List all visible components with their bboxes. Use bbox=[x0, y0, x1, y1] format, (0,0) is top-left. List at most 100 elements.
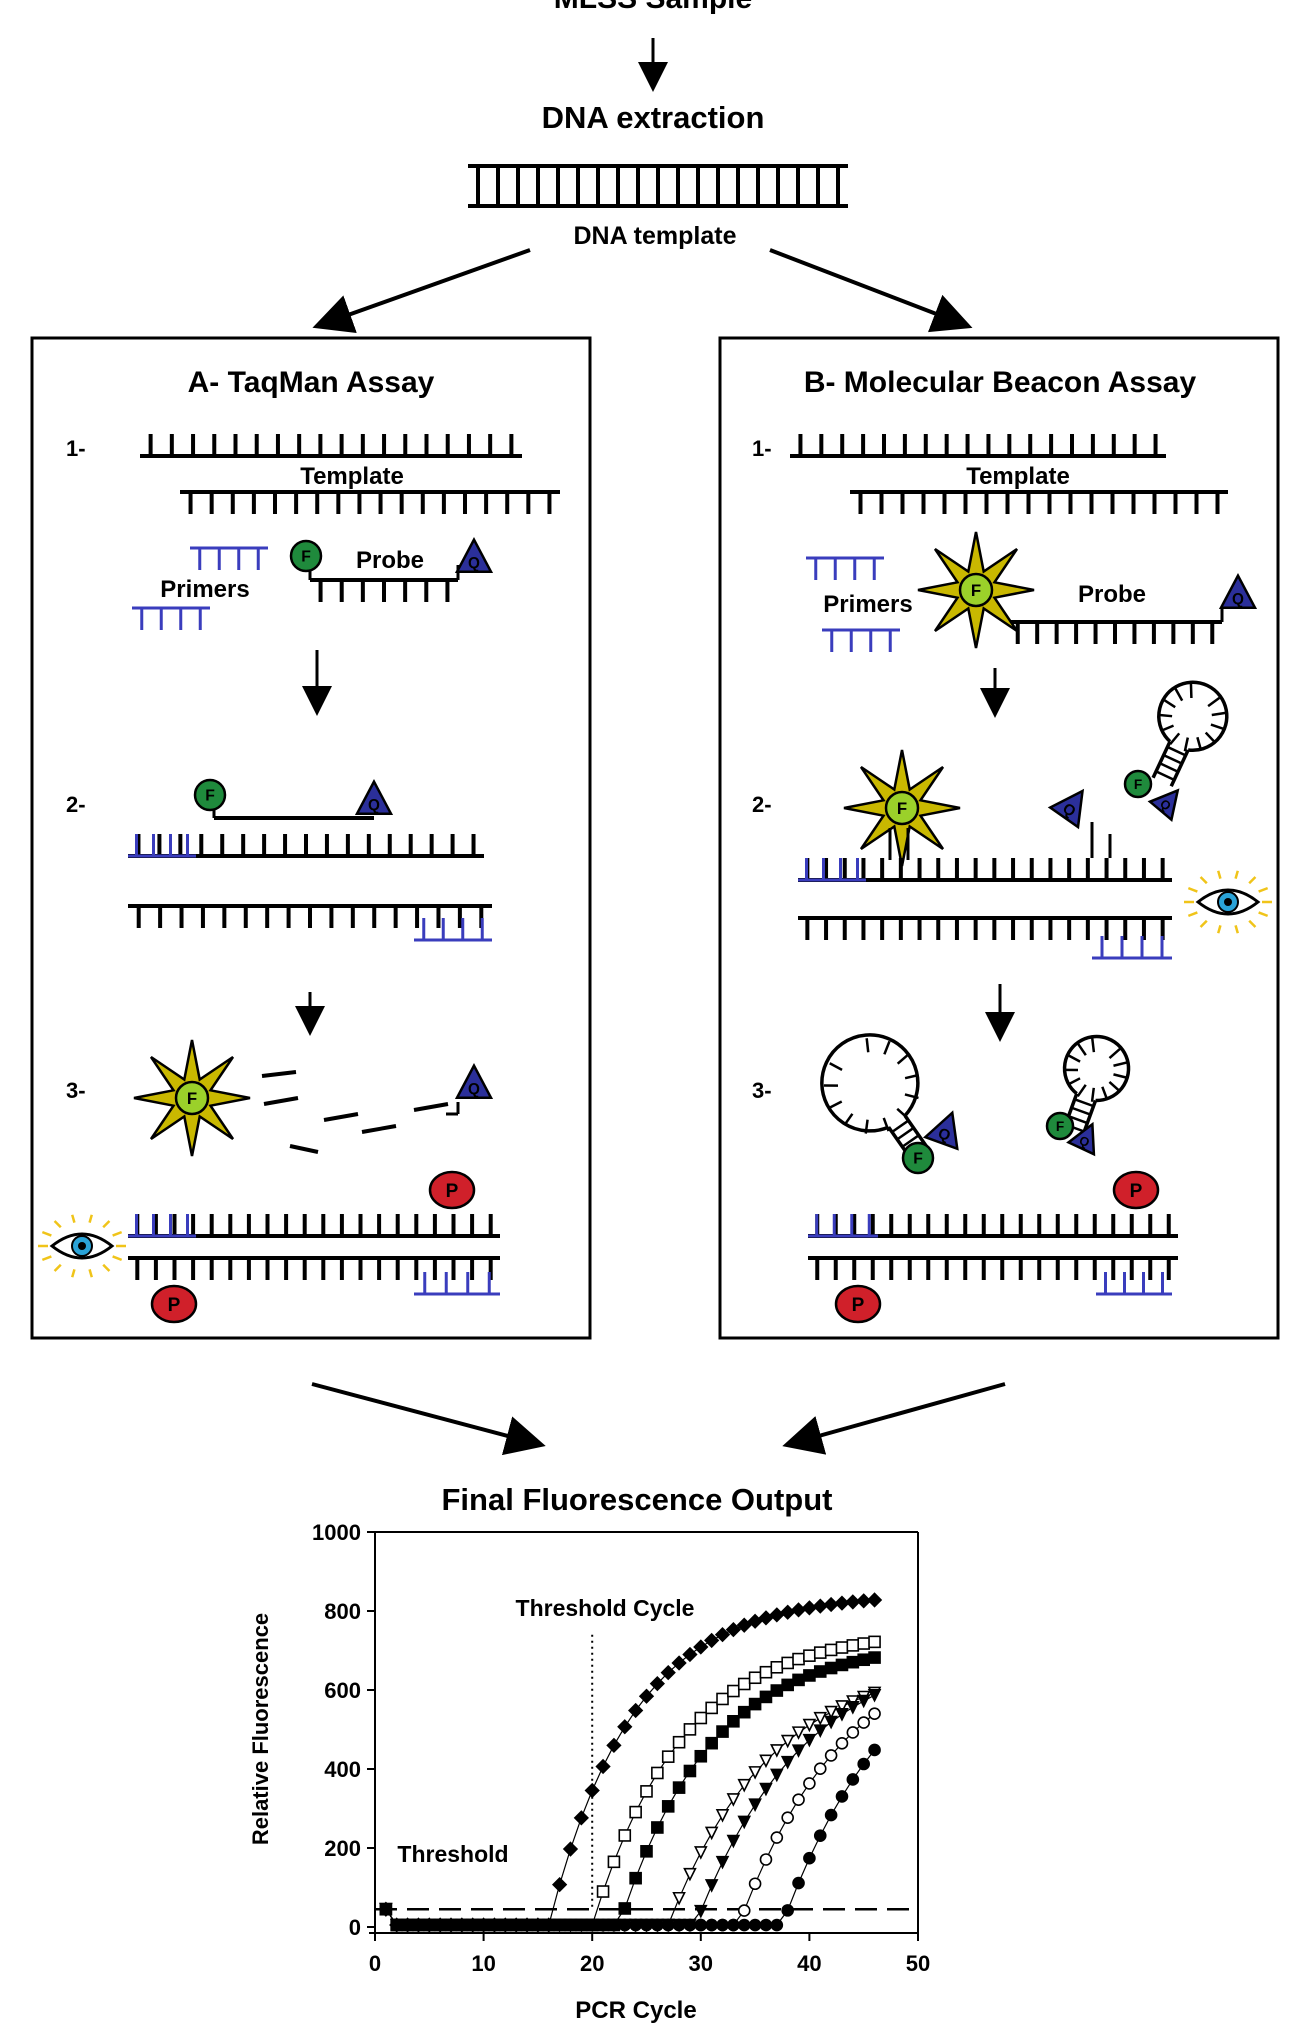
beacon-base bbox=[1101, 1086, 1109, 1101]
beacon-base bbox=[1076, 1042, 1087, 1056]
data-point bbox=[781, 1811, 794, 1824]
quencher-bound: Q bbox=[354, 778, 394, 816]
data-point bbox=[748, 1697, 762, 1711]
data-point bbox=[660, 1664, 676, 1681]
beacon-rung bbox=[1166, 745, 1187, 757]
data-point bbox=[748, 1766, 762, 1780]
data-point bbox=[835, 1658, 849, 1672]
beacon-base bbox=[1160, 724, 1175, 733]
beacon-base bbox=[1158, 713, 1173, 718]
data-point bbox=[401, 1918, 414, 1932]
eye-ray bbox=[1187, 911, 1198, 918]
beacon-base bbox=[1067, 1077, 1081, 1086]
data-point bbox=[683, 1867, 697, 1882]
probe-strand bbox=[310, 578, 458, 602]
data-point bbox=[846, 1701, 860, 1715]
eye-ray bbox=[41, 1255, 52, 1262]
beacon-quencher-1: Q bbox=[922, 1110, 959, 1151]
beacon-base bbox=[1196, 736, 1203, 752]
polymerase: P bbox=[428, 1170, 476, 1210]
y-tick-label: 400 bbox=[324, 1757, 361, 1782]
probe-fragment bbox=[263, 1096, 299, 1106]
panel-a-step-3: 3- bbox=[66, 1078, 86, 1103]
probe-fragment bbox=[261, 1070, 297, 1078]
primer-annealed bbox=[128, 834, 196, 858]
data-point bbox=[770, 1744, 784, 1758]
data-point bbox=[629, 1918, 642, 1932]
beacon-quencher-2: Q bbox=[1066, 1121, 1096, 1157]
beacon-base bbox=[1108, 1047, 1121, 1060]
product-strand-bottom bbox=[808, 1256, 1178, 1280]
data-point bbox=[694, 1711, 708, 1725]
data-point bbox=[846, 1639, 860, 1652]
eye-ray bbox=[1234, 870, 1239, 879]
data-point bbox=[780, 1604, 796, 1620]
data-point bbox=[727, 1918, 740, 1932]
quencher-shape bbox=[454, 536, 494, 574]
fluorophore-bound: F bbox=[193, 778, 227, 812]
data-point bbox=[651, 1918, 664, 1932]
data-point bbox=[770, 1768, 784, 1783]
data-point bbox=[737, 1778, 752, 1793]
beacon-fluorophore-2-letter: F bbox=[1056, 1119, 1064, 1134]
data-point bbox=[542, 1918, 556, 1932]
data-point bbox=[737, 1677, 751, 1691]
beacon-base bbox=[864, 1119, 869, 1134]
probe-strand bbox=[1008, 620, 1222, 644]
data-point bbox=[769, 1607, 785, 1623]
eye-ray bbox=[1217, 925, 1222, 934]
eye-ray bbox=[88, 1269, 93, 1278]
beacon-fluorophore: F bbox=[1123, 769, 1153, 799]
fluorophore: F bbox=[289, 539, 323, 573]
data-point bbox=[726, 1834, 741, 1849]
fluorophore-released: F bbox=[133, 1039, 251, 1157]
polymerase-2-shape bbox=[150, 1284, 198, 1324]
data-point bbox=[725, 1621, 742, 1638]
beacon-base bbox=[865, 1038, 870, 1053]
beacon-closed bbox=[1151, 680, 1229, 787]
data-point bbox=[748, 1671, 762, 1685]
data-point bbox=[792, 1652, 805, 1666]
beacon-base bbox=[1076, 1084, 1087, 1097]
probe-fragment bbox=[289, 1144, 319, 1154]
data-point bbox=[596, 1885, 610, 1898]
data-point bbox=[704, 1632, 720, 1649]
beacon-base bbox=[1113, 1061, 1128, 1067]
data-point bbox=[868, 1635, 881, 1649]
beacon-rung bbox=[1071, 1106, 1091, 1116]
beacon-rung bbox=[901, 1134, 920, 1148]
data-point bbox=[835, 1737, 849, 1750]
panel-a-template-label: Template bbox=[300, 463, 404, 490]
beacon-base bbox=[1189, 683, 1193, 699]
data-point bbox=[812, 1598, 828, 1614]
data-point bbox=[857, 1637, 871, 1650]
data-point bbox=[857, 1757, 871, 1771]
quencher-released: Q bbox=[454, 1062, 494, 1100]
data-point bbox=[562, 1841, 579, 1857]
data-point bbox=[737, 1904, 751, 1917]
data-point bbox=[781, 1678, 794, 1692]
data-point bbox=[727, 1714, 740, 1728]
eye-ray bbox=[112, 1230, 123, 1237]
x-tick-label: 20 bbox=[580, 1951, 604, 1976]
primer-annealed-reverse bbox=[1092, 936, 1172, 960]
primer-reverse bbox=[132, 606, 210, 630]
data-point bbox=[575, 1918, 588, 1932]
beacon-base bbox=[904, 1073, 920, 1080]
data-point bbox=[726, 1793, 741, 1807]
data-point bbox=[748, 1918, 762, 1932]
data-point bbox=[803, 1777, 816, 1790]
data-point bbox=[477, 1918, 490, 1932]
quencher: Q bbox=[454, 536, 494, 574]
eye-ray bbox=[102, 1220, 111, 1229]
data-point bbox=[823, 1596, 839, 1613]
beacon-base bbox=[1211, 711, 1226, 717]
data-point bbox=[867, 1688, 882, 1703]
quencher-letter: Q bbox=[1232, 591, 1244, 608]
data-point bbox=[857, 1716, 871, 1729]
fluorophore-hybridized-core-shape bbox=[884, 790, 920, 826]
fluorophore-lit-core-shape bbox=[958, 572, 994, 608]
eye-ray bbox=[1248, 919, 1257, 928]
data-point bbox=[835, 1641, 849, 1654]
fluorophore-letter: F bbox=[301, 549, 311, 566]
